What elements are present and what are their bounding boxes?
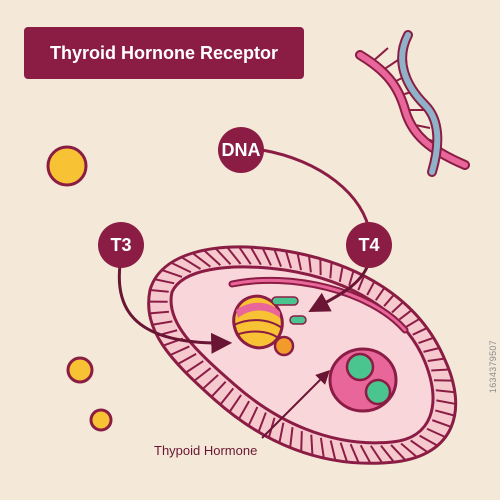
cell-hatch-mark (169, 345, 190, 357)
cell-hatching (148, 246, 456, 464)
cell-hatch-mark (181, 256, 202, 270)
dna-to-t4-connector (261, 148, 372, 236)
t4-arrow (308, 264, 370, 312)
cell-hatch-mark (289, 426, 294, 448)
cell-hatch-mark (418, 336, 434, 344)
cell-hatch-mark (405, 317, 421, 328)
receptor-organelle (232, 294, 295, 357)
cell-hatch-mark (427, 357, 445, 363)
cell-hatch-mark (237, 400, 250, 420)
cell-hatch-mark (307, 255, 312, 273)
cell-hatch-mark (177, 353, 197, 365)
caption-pointer-arrow (261, 370, 330, 439)
cell-hatch-mark (249, 246, 262, 266)
cell-hatch-mark (329, 440, 337, 461)
green-bar-2 (289, 315, 307, 325)
cell-hatch-mark (410, 439, 429, 454)
hormone-circle-large (46, 145, 88, 187)
cell-hatch-mark (348, 270, 355, 287)
cell-hatch-mark (435, 409, 455, 417)
cell-hatch-mark (390, 444, 407, 461)
cell-hatch-mark (228, 394, 242, 413)
cell-hatch-mark (238, 246, 252, 265)
cell-hatch-mark (149, 289, 169, 293)
cell-hatch-mark (431, 368, 450, 372)
cell-hatch-mark (398, 309, 413, 321)
caption-thyroid-hormone: Thypoid Hormone (154, 443, 258, 458)
cell-hatch-mark (210, 381, 227, 398)
diagram-title: Thyroid Hornone Receptor (24, 27, 304, 79)
cell-hatch-mark (357, 275, 366, 291)
cell-hatch-mark (154, 278, 175, 285)
nucleus (328, 347, 398, 413)
hormone-circle-small (89, 408, 113, 432)
cell-hatch-mark (426, 427, 446, 439)
cell-hatch-mark (419, 434, 438, 447)
cell-hatch-mark (170, 261, 192, 274)
cell-hatch-mark (296, 252, 302, 271)
cell-hatch-mark (359, 444, 372, 464)
cell-hatch-mark (193, 367, 212, 382)
cell-hatch-mark (149, 310, 170, 315)
cell-hatch-mark (300, 431, 303, 452)
cell-hatch-mark (257, 412, 267, 433)
cell-hatch-mark (329, 262, 333, 279)
cell-hatch-mark (278, 422, 285, 444)
cell-hatch-mark (423, 347, 440, 353)
cell-hatch-mark (191, 252, 211, 268)
cell-hatch-mark (284, 250, 293, 269)
cell-hatch-mark (319, 437, 325, 459)
cell-hatch-mark (261, 247, 272, 266)
cell-hatch-mark (339, 442, 348, 463)
t3-node: T3 (98, 222, 144, 268)
cell-hatch-mark (338, 266, 344, 282)
cell-hatch-mark (161, 269, 183, 278)
cell-hatch-mark (436, 399, 456, 405)
cell-hatch-mark (310, 434, 314, 456)
cell-hatch-mark (369, 445, 384, 464)
green-bar-1 (271, 296, 299, 306)
cell-hatch-mark (391, 301, 404, 314)
cell-hatch-mark (435, 389, 455, 394)
t4-node: T4 (346, 222, 392, 268)
dna-helix-icon (355, 30, 470, 177)
cell-hatch-mark (203, 249, 222, 266)
dna-node: DNA (218, 127, 264, 173)
cell-hatch-mark (366, 281, 376, 296)
stock-id-text: 1634379507 (488, 340, 498, 394)
hormone-circle-medium (66, 356, 94, 384)
cell-hatch-mark (400, 442, 418, 458)
cell-hatch-mark (152, 320, 173, 326)
cell-hatch-mark (380, 445, 395, 463)
cell-hatch-mark (349, 443, 360, 464)
cell-hatch-mark (202, 374, 219, 390)
cell-hatch-mark (383, 294, 395, 307)
cell-hatch-mark (247, 406, 259, 427)
cell-hatch-mark (273, 248, 282, 267)
cell-hatch-mark (412, 327, 428, 336)
cell-hatch-mark (214, 247, 232, 266)
cell-hatch-mark (374, 287, 386, 301)
cell-hatch-mark (185, 360, 204, 374)
cell-hatch-mark (431, 419, 452, 428)
t3-arrow (117, 264, 233, 354)
cell-hatch-mark (226, 246, 242, 265)
cell-hatch-mark (219, 387, 235, 406)
